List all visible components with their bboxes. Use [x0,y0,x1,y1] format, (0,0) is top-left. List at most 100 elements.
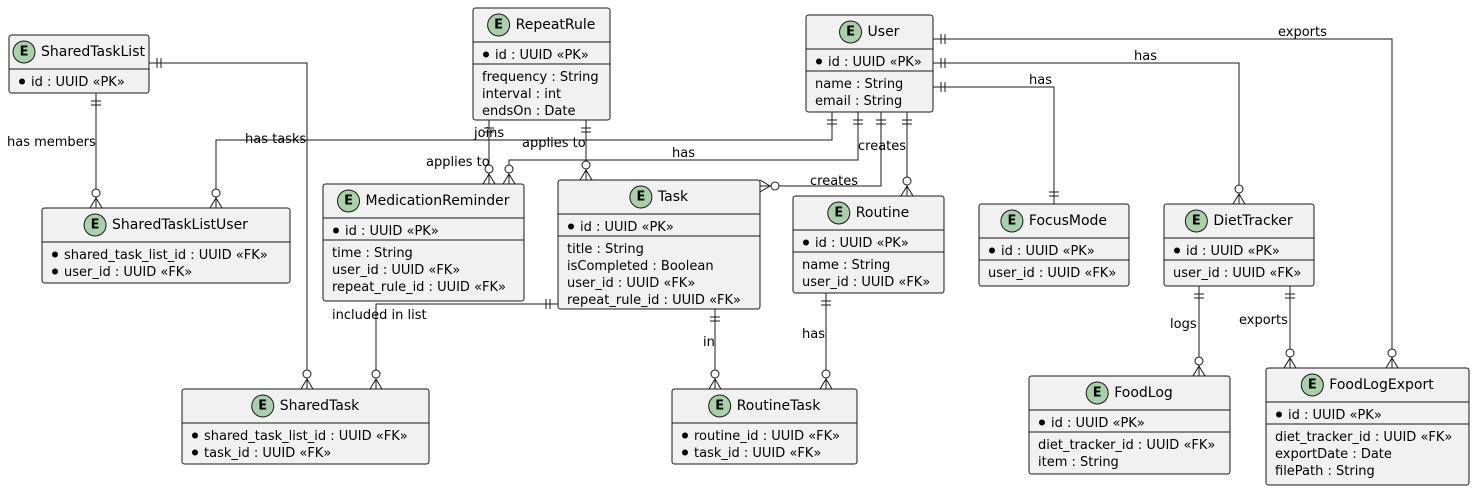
entity-title: FocusMode [1029,213,1107,229]
attribute: name : String [802,258,890,273]
rel-label-user-creates-routine: creates [858,139,906,154]
entity-type-icon [487,13,511,37]
entity-type-letter: E [846,25,855,40]
rel-repeatrule-task [579,120,593,181]
entity-type-icon [251,394,275,418]
key-bullet-icon [682,432,688,439]
entity-title: FoodLog [1114,385,1173,401]
attribute: isCompleted : Boolean [567,259,714,274]
attribute: user_id : UUID «FK» [988,266,1116,281]
attribute: diet_tracker_id : UUID «FK» [1038,438,1215,453]
entity-type-icon [1000,209,1024,233]
entity-title: Routine [856,205,909,221]
rel-label-user-creates-task: creates [810,174,858,189]
key-bullet-icon [19,78,25,85]
key-bullet-icon [816,58,822,65]
key-attribute: id : UUID «PK» [31,75,125,90]
key-bullet-icon [1276,411,1282,418]
entity-type-letter: E [715,399,724,414]
attribute: user_id : UUID «FK» [567,276,695,291]
rel-user-routine [900,112,914,197]
key-bullet-icon [192,449,198,456]
key-attribute: shared_task_list_id : UUID «FK» [64,248,268,263]
rel-label-list-has-tasks: has tasks [245,132,306,147]
entity-type-icon [337,189,361,213]
entity-box [1265,367,1470,486]
rel-routine-routinetask [819,293,833,390]
rel-diettracker-foodlog [1192,286,1206,377]
attribute: diet_tracker_id : UUID «FK» [1275,430,1452,445]
rel-label-rule-applies-task: applies to [522,136,586,151]
attribute: endsOn : Date [482,104,575,119]
attribute: user_id : UUID «FK» [802,275,930,290]
entity-type-icon [12,40,36,64]
entity-title: SharedTaskListUser [112,217,248,233]
entity-type-icon [839,20,863,44]
entity-type-letter: E [494,18,503,33]
attribute: title : String [567,242,644,257]
rel-label-diet-exports: exports [1239,313,1288,328]
attribute: email : String [815,94,902,109]
rel-task-sharedtask [369,299,558,390]
entity-title: SharedTask [280,398,360,414]
entity-type-icon [629,185,653,209]
entity-routine: Routine Eid : UUID «PK» name : String user_… [792,195,945,294]
entity-type-letter: E [834,206,843,221]
rel-sharedtasklist-sharedtask [149,58,314,390]
entity-type-icon [1300,373,1324,397]
rel-label-diet-logs: logs [1170,317,1197,332]
rel-user-focusmode [933,82,1059,204]
entity-box [322,183,525,302]
entity-type-icon [1184,209,1208,233]
key-attribute: user_id : UUID «FK» [64,265,192,280]
entity-type-letter: E [1007,214,1016,229]
attribute: repeat_rule_id : UUID «FK» [332,280,506,295]
key-bullet-icon [568,223,574,230]
rel-user-medicationreminder [502,112,863,185]
attribute: user_id : UUID «FK» [332,263,460,278]
key-bullet-icon [52,268,58,275]
attribute: time : String [332,246,413,261]
key-attribute: id : UUID «PK» [1051,416,1145,431]
entity-title: Task [657,189,689,205]
entity-type-icon [1085,381,1109,405]
entity-type-letter: E [258,399,267,414]
key-attribute: id : UUID «PK» [580,220,674,235]
rel-label-user-exports: exports [1278,25,1327,40]
key-bullet-icon [682,449,688,456]
entity-type-icon [83,213,107,237]
key-bullet-icon [192,432,198,439]
entity-type-letter: E [1308,378,1317,393]
attribute: interval : int [482,87,561,102]
entity-type-letter: E [91,218,100,233]
key-attribute: shared_task_list_id : UUID «FK» [204,429,408,444]
key-attribute: task_id : UUID «FK» [694,446,821,461]
rel-label-user-joins: joins [473,126,504,141]
key-attribute: id : UUID «PK» [815,236,909,251]
rel-task-routinetask [708,309,722,390]
key-bullet-icon [1174,247,1180,254]
key-bullet-icon [803,239,809,246]
entity-title: SharedTaskList [41,44,145,60]
key-attribute: id : UUID «PK» [828,55,922,70]
key-bullet-icon [1039,419,1045,426]
rel-user-diettracker [933,58,1246,205]
key-attribute: id : UUID «PK» [1288,408,1382,423]
entity-type-icon [708,394,732,418]
key-attribute: id : UUID «PK» [345,224,439,239]
rel-user-sharedtasklistuser [209,112,837,209]
key-bullet-icon [333,227,339,234]
attribute: name : String [815,77,903,92]
entity-box [1028,375,1231,475]
key-bullet-icon [989,247,995,254]
entity-box [805,14,934,113]
